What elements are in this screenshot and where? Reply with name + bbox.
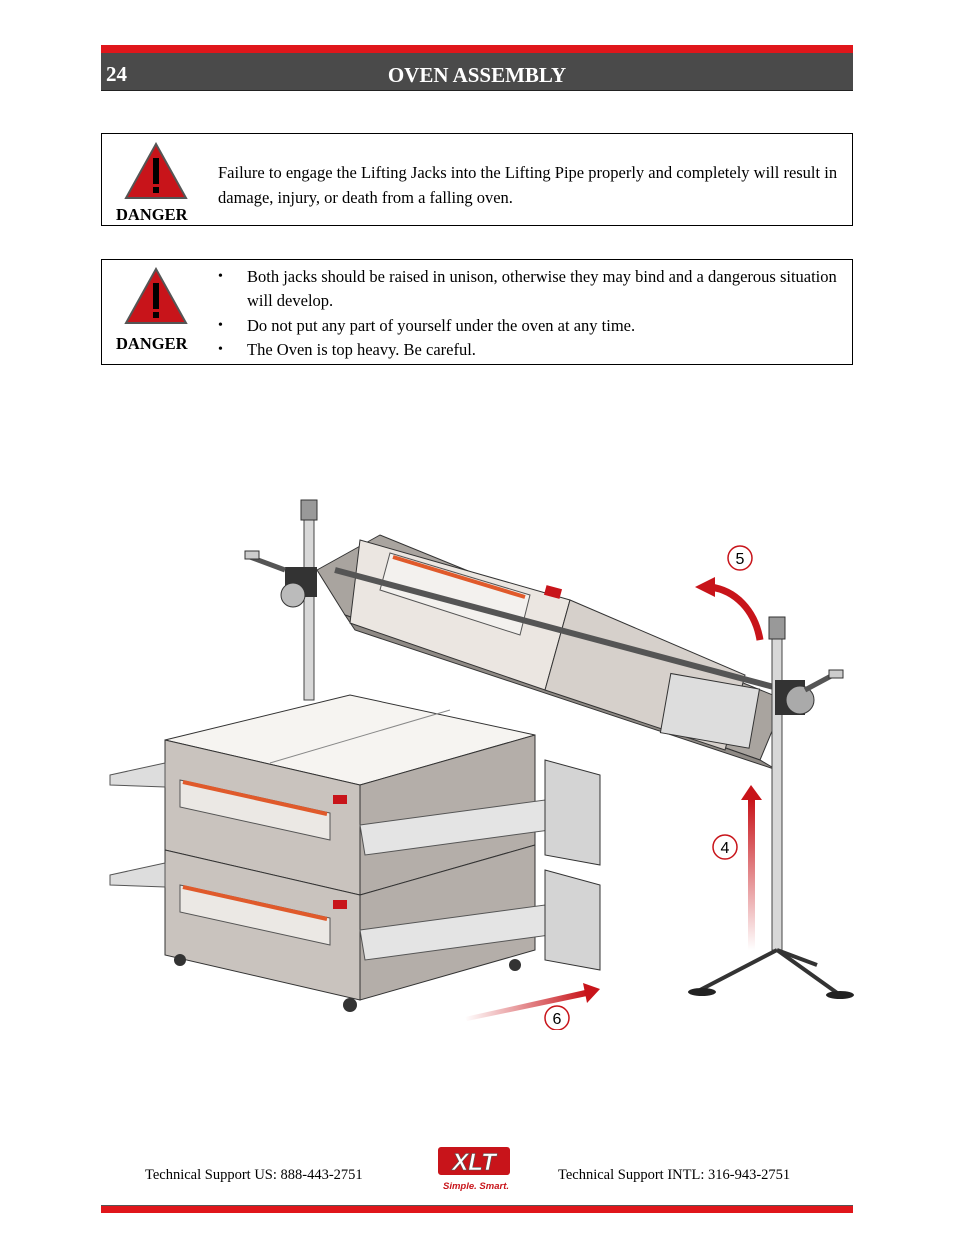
danger-box-2: DANGER Both jacks should be raised in un… bbox=[101, 259, 853, 365]
footer-support-us: Technical Support US: 888-443-2751 bbox=[145, 1167, 363, 1183]
page-number: 24 bbox=[106, 62, 127, 86]
arrow-4-up bbox=[741, 785, 762, 950]
right-lifting-jack bbox=[688, 616, 854, 999]
danger-box-1: DANGER Failure to engage the Lifting Jac… bbox=[101, 133, 853, 226]
list-item: Both jacks should be raised in unison, o… bbox=[216, 265, 852, 314]
list-item: Do not put any part of yourself under th… bbox=[216, 314, 852, 339]
page-title: OVEN ASSEMBLY bbox=[387, 63, 567, 87]
danger-label: DANGER bbox=[116, 334, 188, 353]
step-number-4: 4 bbox=[721, 840, 730, 857]
step-callout-6: 6 bbox=[544, 1005, 570, 1030]
page-header-bar: 24 OVEN ASSEMBLY bbox=[101, 45, 853, 91]
arrow-5-rotate bbox=[695, 577, 764, 641]
step-callout-4: 4 bbox=[712, 834, 738, 860]
logo-tagline: Simple. Smart. bbox=[443, 1181, 509, 1192]
logo-wordmark: XLT bbox=[450, 1149, 498, 1176]
xlt-logo: XLT Simple. Smart. bbox=[438, 1147, 510, 1192]
danger-triangle-icon bbox=[124, 142, 188, 199]
arrow-6-push bbox=[465, 983, 600, 1021]
footer-support-intl: Technical Support INTL: 316-943-2751 bbox=[558, 1167, 791, 1183]
danger-triangle-icon bbox=[124, 267, 188, 324]
list-item: The Oven is top heavy. Be careful. bbox=[216, 338, 852, 363]
step-number-5: 5 bbox=[736, 551, 745, 568]
danger-label: DANGER bbox=[116, 205, 188, 224]
danger-bullet-list: Both jacks should be raised in unison, o… bbox=[216, 265, 852, 362]
stacked-ovens bbox=[109, 694, 601, 1012]
danger-text: Failure to engage the Lifting Jacks into… bbox=[218, 163, 838, 207]
step-number-6: 6 bbox=[553, 1011, 562, 1028]
left-lifting-jack bbox=[244, 499, 318, 701]
oven-lifting-illustration: 5 4 6 bbox=[109, 499, 854, 1030]
footer-rule bbox=[101, 1205, 853, 1213]
step-callout-5: 5 bbox=[727, 545, 753, 571]
